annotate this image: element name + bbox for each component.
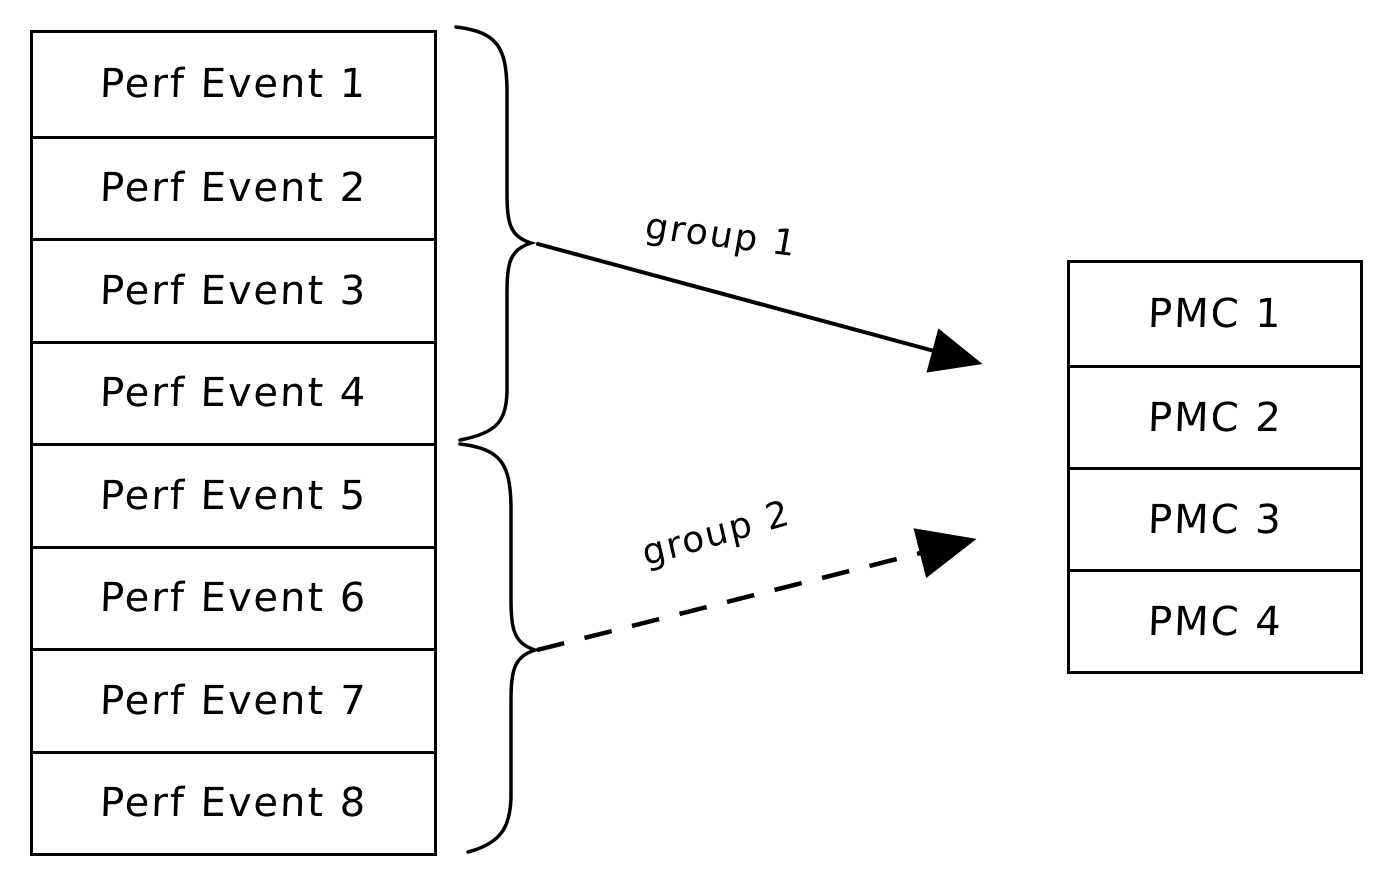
brace-group-1-icon bbox=[454, 25, 537, 442]
perf-event-row: Perf Event 6 bbox=[33, 545, 434, 649]
group-1-arrow bbox=[536, 242, 983, 373]
group-1-label: group 1 bbox=[642, 205, 801, 266]
pmc-label: PMC 4 bbox=[1146, 598, 1284, 645]
perf-event-label: Perf Event 6 bbox=[99, 575, 368, 622]
perf-event-row: Perf Event 2 bbox=[33, 135, 434, 239]
pmc-row: PMC 1 bbox=[1070, 263, 1360, 365]
perf-event-row: Perf Event 1 bbox=[33, 33, 434, 136]
pmc-label: PMC 3 bbox=[1146, 496, 1284, 543]
perf-event-label: Perf Event 3 bbox=[99, 267, 368, 314]
perf-event-label: Perf Event 7 bbox=[99, 677, 368, 724]
pmc-label: PMC 1 bbox=[1146, 291, 1284, 337]
perf-event-label: Perf Event 2 bbox=[99, 165, 368, 212]
pmc-box: PMC 1 PMC 2 PMC 3 PMC 4 bbox=[1067, 260, 1363, 674]
brace-group-2-icon bbox=[458, 442, 541, 854]
perf-event-row: Perf Event 7 bbox=[33, 648, 434, 751]
pmc-row: PMC 3 bbox=[1070, 467, 1360, 569]
group-2-arrow bbox=[536, 528, 977, 653]
perf-event-label: Perf Event 5 bbox=[99, 472, 368, 519]
group-2-label: group 2 bbox=[638, 492, 795, 575]
perf-event-row: Perf Event 3 bbox=[33, 238, 434, 341]
perf-event-label: Perf Event 1 bbox=[99, 61, 368, 108]
pmc-label: PMC 2 bbox=[1146, 394, 1284, 441]
perf-event-label: Perf Event 4 bbox=[99, 370, 368, 417]
perf-events-box: Perf Event 1 Perf Event 2 Perf Event 3 P… bbox=[30, 30, 437, 856]
perf-event-row: Perf Event 4 bbox=[33, 340, 434, 444]
pmc-row: PMC 2 bbox=[1070, 365, 1360, 467]
perf-event-row: Perf Event 5 bbox=[33, 443, 434, 546]
pmc-row: PMC 4 bbox=[1070, 569, 1360, 671]
perf-event-label: Perf Event 8 bbox=[99, 780, 368, 827]
perf-event-row: Perf Event 8 bbox=[33, 750, 434, 854]
